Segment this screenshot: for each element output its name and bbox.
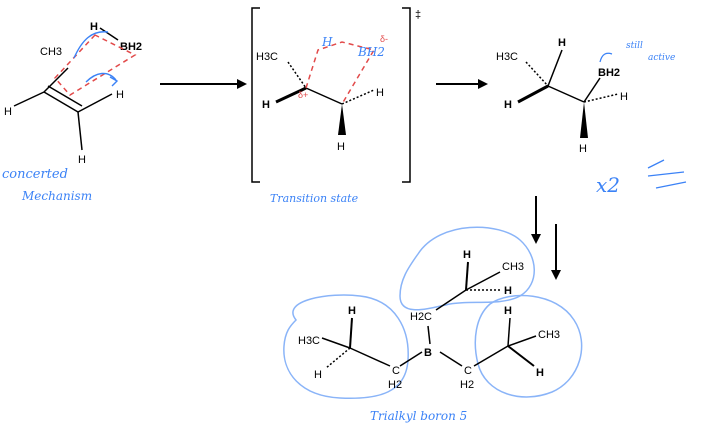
- trialkyl-h2-right: H2: [460, 379, 474, 391]
- trialkyl-b: B: [424, 347, 432, 359]
- product-h-bottom: H: [579, 143, 587, 155]
- transition-state: ‡ H3C H H H δ+ H BH2 δ-: [251, 7, 421, 183]
- product-h-left: H: [504, 99, 512, 111]
- product-h3c: H3C: [496, 51, 518, 63]
- alkene-sketch-icon: [647, 159, 687, 189]
- ts-bh2: BH2: [357, 45, 385, 59]
- product-alkylborane: H3C H H BH2 H H: [496, 37, 628, 155]
- reactant-bh2: BH2: [120, 41, 142, 53]
- trialkyl-h-right2: H: [536, 367, 544, 379]
- reactant-h-right: H: [116, 89, 124, 101]
- curved-arrow-icon: [85, 72, 117, 83]
- label-active: active: [648, 53, 675, 63]
- dagger-symbol: ‡: [415, 9, 421, 21]
- label-times-two: x2: [596, 173, 620, 197]
- trialkyl-ch3-right: CH3: [538, 329, 560, 341]
- still-active-bracket: [599, 52, 613, 63]
- reactant-ch3: CH3: [40, 46, 62, 58]
- circle-top-group: [399, 226, 535, 311]
- ts-h-right: H: [376, 87, 384, 99]
- trialkyl-ch3-top: CH3: [502, 261, 524, 273]
- trialkyl-h-left: H: [348, 305, 356, 317]
- ts-delta-plus: δ+: [298, 90, 308, 100]
- label-mechanism: Mechanism: [21, 189, 92, 203]
- trialkyl-h-lower-left: H: [314, 369, 322, 381]
- circle-right-group: [474, 294, 583, 398]
- trialkyl-h-top2: H: [504, 285, 512, 297]
- ts-h-left: H: [262, 99, 270, 111]
- label-still: still: [626, 41, 643, 51]
- down-arrows: [531, 196, 561, 280]
- product-h-top: H: [558, 37, 566, 49]
- reactant-h-top: H: [90, 21, 98, 33]
- trialkyl-h3c: H3C: [298, 335, 320, 347]
- trialkyl-h-top1: H: [463, 249, 471, 261]
- trialkyl-h-right1: H: [504, 305, 512, 317]
- reaction-arrow-2: [436, 79, 488, 89]
- label-trialkyl-boron: Trialkyl boron 5: [370, 409, 467, 423]
- product-bh2: BH2: [598, 67, 620, 79]
- reactant-h-bottom: H: [78, 154, 86, 166]
- ts-h3c: H3C: [256, 51, 278, 63]
- circle-left-group: [283, 294, 409, 400]
- reactant-propene-borane: CH3 BH2 H H H H: [4, 21, 142, 166]
- reaction-arrow-1: [160, 79, 247, 89]
- trialkyl-borane: B H3C H H C H2 H2C H CH3 H C H2 H CH3 H: [283, 226, 583, 400]
- product-h-right: H: [620, 91, 628, 103]
- trialkyl-c-left: C: [392, 365, 400, 377]
- trialkyl-h2c-top: H2C: [410, 311, 432, 323]
- ts-h-bottom: H: [337, 141, 345, 153]
- reactant-h-left: H: [4, 106, 12, 118]
- four-center-dashed-outline: [53, 34, 137, 96]
- label-concerted: concerted: [2, 167, 68, 182]
- ts-delta-minus: δ-: [380, 34, 388, 44]
- ts-h-migrating: H: [321, 35, 333, 49]
- trialkyl-h2-left: H2: [388, 379, 402, 391]
- trialkyl-c-right: C: [464, 365, 472, 377]
- label-transition-state: Transition state: [270, 192, 359, 205]
- curved-arrow-icon: [73, 31, 109, 59]
